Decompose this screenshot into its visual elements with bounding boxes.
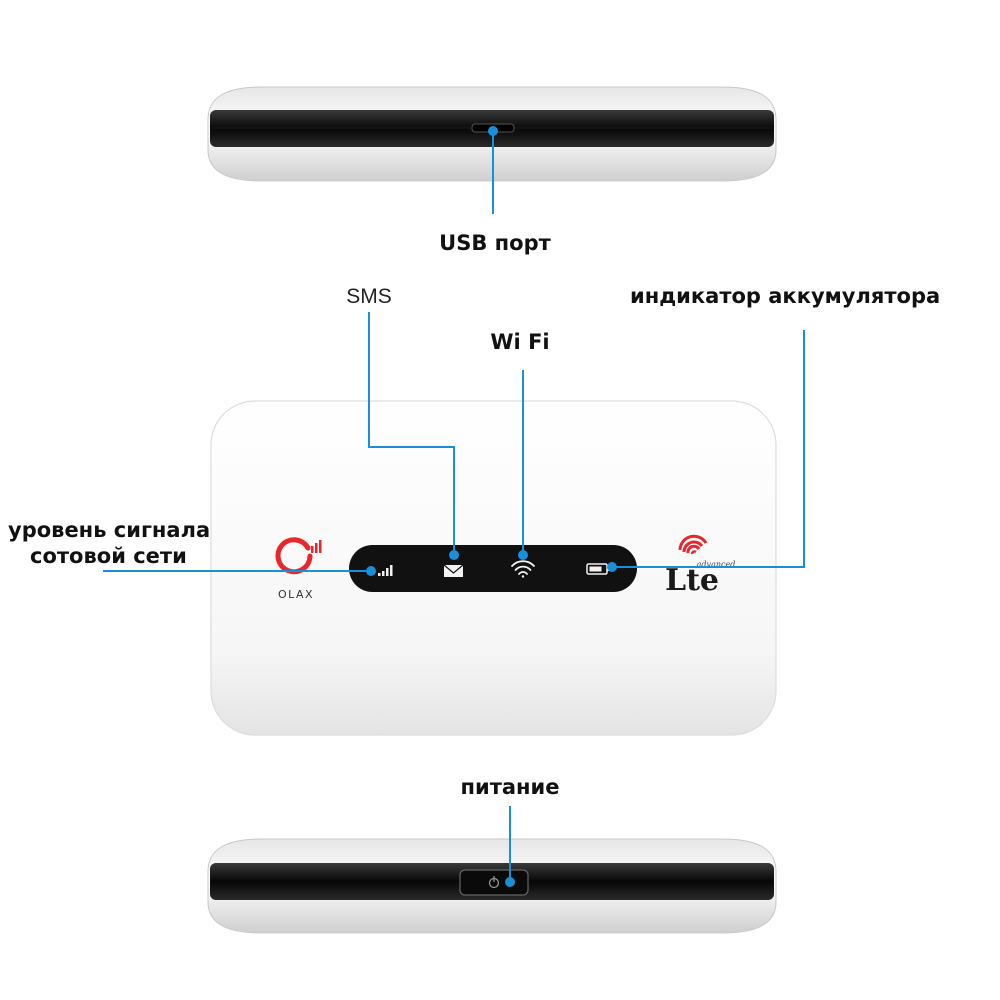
usb-port-label: USB порт	[439, 231, 551, 255]
wifi-icon	[511, 560, 535, 578]
power-icon	[488, 876, 500, 889]
envelope-icon	[443, 564, 464, 577]
sms-label: SMS	[346, 285, 392, 308]
callout-sms-line	[368, 312, 455, 555]
callout-lines	[103, 131, 805, 882]
brand-logo-text: OLAX	[278, 588, 314, 601]
signal-bars-icon	[378, 565, 393, 576]
cellular-signal-label-line2: сотовой сети	[30, 544, 187, 568]
callout-dots	[366, 126, 617, 887]
device-front-view: OLAX	[210, 400, 777, 736]
indicator-panel	[349, 545, 637, 592]
device-bottom-edge-view	[207, 838, 777, 934]
lte-logo-icon: advanced Lte	[665, 534, 736, 598]
cellular-signal-label: уровень сигнала сотовой сети	[8, 517, 210, 569]
power-button[interactable]	[459, 869, 529, 896]
battery-indicator-label: индикатор аккумулятора	[630, 284, 941, 308]
cellular-signal-label-line1: уровень сигнала	[8, 518, 211, 542]
lte-badge-text: Lte	[665, 563, 719, 598]
callout-battery-line	[612, 330, 805, 568]
olax-logo-icon	[275, 537, 322, 575]
lte-badge-small-text: advanced	[697, 560, 736, 569]
wifi-label: Wi Fi	[490, 330, 550, 354]
power-label: питание	[460, 775, 560, 799]
